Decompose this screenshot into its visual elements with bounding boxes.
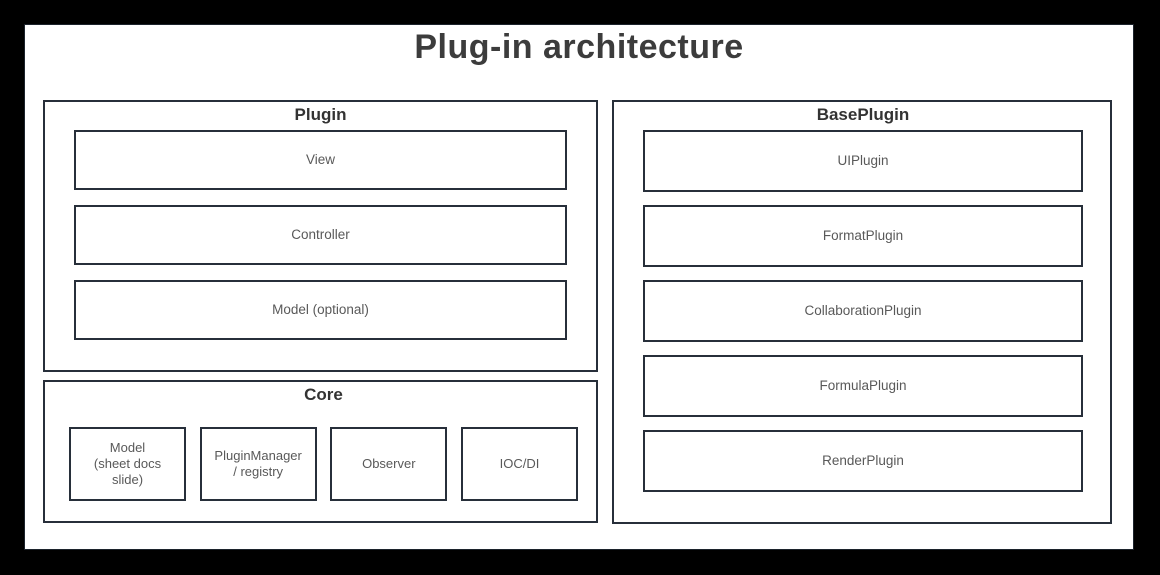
core-node-row: Model (sheet docs slide) PluginManager /…	[69, 427, 578, 501]
node-ui-plugin: UIPlugin	[643, 130, 1083, 192]
core-container: Core Model (sheet docs slide) PluginMana…	[43, 380, 598, 523]
diagram-page: Plug-in architecture Plugin View Control…	[25, 25, 1133, 549]
node-render-plugin: RenderPlugin	[643, 430, 1083, 492]
diagram-title: Plug-in architecture	[414, 28, 744, 66]
baseplugin-container-title: BasePlugin	[816, 105, 910, 124]
node-formula-plugin: FormulaPlugin	[643, 355, 1083, 417]
node-ioc-di: IOC/DI	[460, 427, 578, 501]
node-format-plugin: FormatPlugin	[643, 205, 1083, 267]
node-view: View	[74, 130, 567, 190]
node-observer: Observer	[330, 427, 448, 501]
node-model-optional: Model (optional)	[74, 280, 567, 340]
plugin-container: Plugin View Controller Model (optional)	[43, 100, 598, 372]
baseplugin-container: BasePlugin UIPlugin FormatPlugin Collabo…	[612, 100, 1112, 524]
node-plugin-manager-registry: PluginManager / registry	[199, 427, 317, 501]
node-model-sheet-docs-slide: Model (sheet docs slide)	[69, 427, 186, 501]
core-container-title: Core	[304, 385, 343, 404]
node-collaboration-plugin: CollaborationPlugin	[643, 280, 1083, 342]
plugin-container-title: Plugin	[294, 105, 347, 124]
node-controller: Controller	[74, 205, 567, 265]
